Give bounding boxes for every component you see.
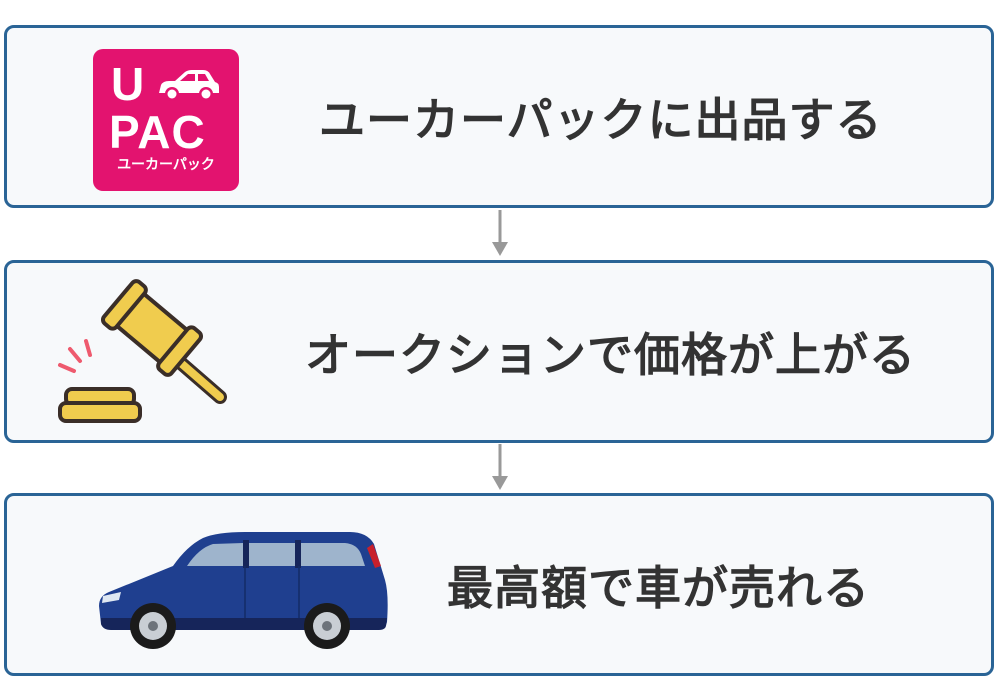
logo-text-pac: PAC (109, 106, 206, 158)
logo-subtitle: ユーカーパック (117, 157, 215, 173)
arrow-down-icon (492, 444, 508, 490)
logo-car-icon (159, 70, 219, 101)
step-label: 最高額で車が売れる (447, 560, 870, 615)
step-box-list-item: オークションで価格が上がる (4, 260, 994, 443)
minivan-icon (99, 532, 388, 649)
gavel-icon (58, 279, 227, 423)
step-label: ユーカーパックに出品する (319, 92, 883, 147)
arrow-down-icon (492, 210, 508, 256)
logo-letter-u: U (111, 58, 145, 110)
step-box-list-item: 最高額で車が売れる (4, 493, 994, 676)
step-label: オークションで価格が上がる (305, 327, 916, 382)
upac-logo: U PAC ユーカーパック (93, 49, 239, 191)
step-box-list-item: U PAC ユーカーパック ユーカーパックに出品する (4, 25, 994, 208)
